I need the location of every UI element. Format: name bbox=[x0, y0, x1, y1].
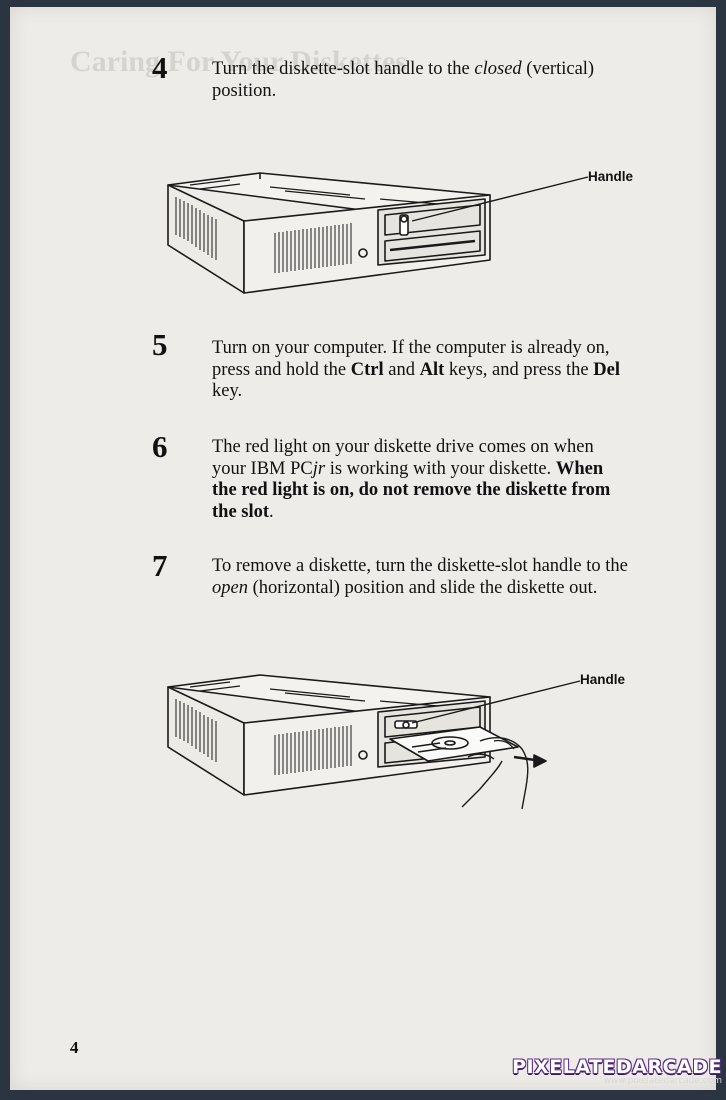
manual-page: Caring For Your Diskettes 4 Turn the dis… bbox=[10, 7, 716, 1090]
bleed-through-heading: Caring For Your Diskettes bbox=[70, 45, 407, 78]
page-number: 4 bbox=[70, 1038, 79, 1057]
step-6-number: 6 bbox=[152, 429, 168, 464]
pixelatedarcade-watermark: PIXELATEDARCADE www.pixelatedarcade.com bbox=[512, 1056, 722, 1086]
computer-open-handle-figure bbox=[167, 674, 581, 810]
step-4-text: Turn the diskette-slot handle to the clo… bbox=[212, 59, 595, 101]
watermark-title: PIXELATEDARCADE bbox=[512, 1056, 722, 1078]
step-6-text: The red light on your diskette drive com… bbox=[212, 437, 611, 522]
step-5-text: Turn on your computer. If the computer i… bbox=[212, 338, 620, 401]
computer-closed-handle-figure bbox=[167, 172, 589, 294]
step-4-number: 4 bbox=[152, 50, 168, 85]
handle-label-open: Handle bbox=[580, 672, 626, 687]
watermark-url: www.pixelatedarcade.com bbox=[603, 1076, 722, 1086]
step-7-number: 7 bbox=[152, 548, 168, 583]
step-5-number: 5 bbox=[152, 327, 168, 362]
step-7-text: To remove a diskette, turn the diskette-… bbox=[212, 556, 628, 598]
handle-label-closed: Handle bbox=[588, 169, 634, 184]
